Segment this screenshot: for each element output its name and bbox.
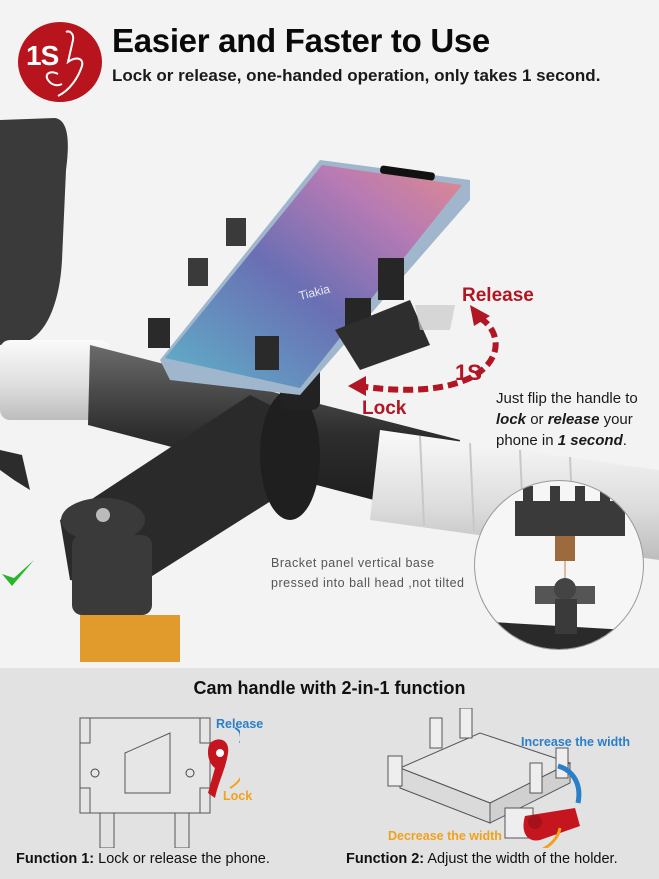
function-2-caption: Function 2: Adjust the width of the hold…: [346, 851, 618, 867]
bracket-note-line1: Bracket panel vertical base: [271, 556, 435, 570]
note-period: .: [622, 432, 627, 449]
note-your: your: [603, 411, 633, 428]
diagram-release-label: Release: [216, 717, 264, 731]
note-release-word: release: [547, 411, 600, 428]
release-label: Release: [462, 285, 534, 306]
flip-handle-note: Just flip the handle to lock or release …: [496, 388, 656, 451]
header: 1S Easier and Faster to Use Lock or rele…: [0, 0, 659, 108]
check-icon: [2, 560, 34, 586]
width-adjust-diagram: [387, 708, 582, 848]
cam-handle-section: Cam handle with 2-in-1 function Release …: [0, 668, 659, 879]
note-or: or: [530, 411, 544, 428]
one-second-label: 1S: [455, 360, 482, 385]
diagram-lock-label: Lock: [223, 789, 253, 803]
one-second-badge: 1S: [18, 22, 102, 102]
lock-label: Lock: [362, 398, 407, 419]
function-2-text: Adjust the width of the holder.: [427, 851, 618, 867]
function-1-text: Lock or release the phone.: [98, 851, 270, 867]
function-1-caption: Function 1: Lock or release the phone.: [16, 851, 270, 867]
hand-icon: [45, 30, 84, 97]
ball-head-detail-inset: [474, 480, 644, 650]
note-phone-in: phone in: [496, 432, 554, 449]
product-scene: Tiakia: [0, 108, 659, 668]
decrease-width-label: Decrease the width: [388, 829, 502, 843]
section-title: Cam handle with 2-in-1 function: [193, 678, 466, 698]
page-title: Easier and Faster to Use: [112, 22, 490, 59]
note-lock-word: lock: [496, 411, 527, 428]
note-line1: Just flip the handle to: [496, 390, 638, 407]
page-subtitle: Lock or release, one-handed operation, o…: [112, 66, 601, 85]
function-2-prefix: Function 2:: [346, 851, 425, 867]
ball-head-illustration: [475, 486, 643, 649]
badge-text: 1S: [26, 40, 59, 71]
increase-width-label: Increase the width: [521, 735, 631, 749]
function-1-prefix: Function 1:: [16, 851, 95, 867]
bracket-note: Bracket panel vertical base pressed into…: [271, 553, 465, 593]
note-one-second: 1 second: [557, 432, 623, 449]
bracket-note-line2: pressed into ball head ,not tilted: [271, 576, 465, 590]
lock-release-diagram: [79, 717, 240, 848]
